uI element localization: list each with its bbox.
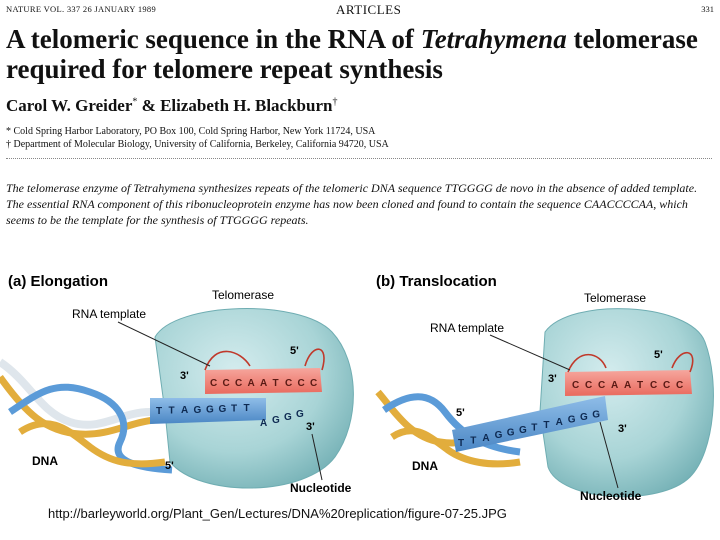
- author-1: Carol W. Greider: [6, 96, 133, 115]
- rna-base: A: [248, 378, 255, 389]
- panel-a-rna-template: [205, 368, 322, 394]
- panel-b-dna-3prime: 3': [618, 423, 627, 435]
- panel-a-rna-3prime: 3': [180, 370, 189, 382]
- affiliation-2: † Department of Molecular Biology, Unive…: [6, 139, 389, 150]
- nucleotide-base: G: [296, 409, 304, 420]
- rna-base: C: [585, 380, 592, 391]
- title-part-2: telomerase required for telomere repeat …: [6, 24, 698, 84]
- dna-base: T: [244, 403, 250, 414]
- affiliation-1: * Cold Spring Harbor Laboratory, PO Box …: [6, 126, 376, 137]
- dna-base: G: [592, 409, 600, 420]
- panel-b-rna-template-label: RNA template: [430, 321, 504, 335]
- panel-a-dna-3prime: 3': [306, 421, 315, 433]
- page-number: 331: [701, 4, 714, 14]
- dna-base: T: [169, 406, 175, 417]
- panel-b-nucleotide-label: Nucleotide: [580, 489, 642, 503]
- panel-b-rna-template: [565, 370, 692, 396]
- affiliations: * Cold Spring Harbor Laboratory, PO Box …: [6, 125, 389, 151]
- panel-b-dna-strand: [452, 396, 608, 452]
- paper-title: A telomeric sequence in the RNA of Tetra…: [6, 24, 714, 84]
- dna-base: T: [543, 420, 549, 431]
- panel-b-telomerase-label: Telomerase: [584, 291, 646, 305]
- dna-base: T: [458, 438, 464, 449]
- rna-base: A: [624, 380, 631, 391]
- nucleotide-base: G: [284, 412, 292, 423]
- dna-base: T: [156, 406, 162, 417]
- dna-base: G: [495, 430, 503, 441]
- rna-base: C: [235, 378, 242, 389]
- panel-a: (a) Elongation Telomerase RNA template 3…: [0, 273, 354, 495]
- rna-base: C: [663, 380, 670, 391]
- dna-base: A: [482, 433, 489, 444]
- rna-base: C: [650, 380, 657, 391]
- panel-a-rna-5prime: 5': [290, 345, 299, 357]
- telomerase-figure: (a) Elongation Telomerase RNA template 3…: [0, 273, 714, 503]
- rna-base: C: [598, 380, 605, 391]
- rna-base: C: [223, 378, 230, 389]
- dna-base: G: [580, 412, 588, 423]
- nucleotide-base: A: [260, 418, 267, 429]
- title-italic: Tetrahymena: [420, 24, 567, 54]
- panel-a-dna-5prime: 5': [165, 460, 174, 472]
- panel-a-telomerase-label: Telomerase: [212, 288, 274, 302]
- dna-base: T: [231, 404, 237, 415]
- dna-base: T: [470, 435, 476, 446]
- dna-base: G: [219, 404, 227, 415]
- source-url: http://barleyworld.org/Plant_Gen/Lecture…: [48, 506, 507, 521]
- panel-a-nucleotide-label: Nucleotide: [290, 481, 352, 495]
- panel-b-dna-5prime: 5': [456, 407, 465, 419]
- author-separator: &: [137, 96, 161, 115]
- rna-base: C: [298, 378, 305, 389]
- dna-base: G: [568, 415, 576, 426]
- journal-citation: NATURE VOL. 337 26 JANUARY 1989: [6, 4, 157, 14]
- rna-base: T: [637, 380, 643, 391]
- author-1-mark: *: [132, 96, 138, 108]
- journal-header: NATURE VOL. 337 26 JANUARY 1989 ARTICLES…: [6, 2, 714, 18]
- dna-base: A: [181, 405, 188, 416]
- author-line: Carol W. Greider* & Elizabeth H. Blackbu…: [6, 96, 337, 116]
- title-part-1: A telomeric sequence in the RNA of: [6, 24, 421, 54]
- rna-base: C: [310, 378, 317, 389]
- panel-a-dna-strand: [150, 398, 266, 424]
- author-2-mark: †: [332, 96, 338, 108]
- rna-base: C: [572, 380, 579, 391]
- rna-base: A: [611, 380, 618, 391]
- dna-base: A: [556, 417, 563, 428]
- panel-a-dna-label: DNA: [32, 454, 58, 468]
- panel-a-dna-helix: [0, 358, 173, 474]
- dna-base: G: [206, 404, 214, 415]
- rna-base: C: [676, 380, 683, 391]
- rna-base: C: [210, 378, 217, 389]
- panel-a-rna-template-label: RNA template: [72, 307, 146, 321]
- section-label: ARTICLES: [336, 2, 402, 17]
- panel-b-rna-5prime: 5': [654, 349, 663, 361]
- abstract: The telomerase enzyme of Tetrahymena syn…: [6, 181, 698, 227]
- panel-b-dna-label: DNA: [412, 459, 438, 473]
- dna-base: T: [531, 422, 537, 433]
- panel-a-title: (a) Elongation: [8, 273, 108, 290]
- panel-b: (b) Translocation Telomerase RNA templat…: [375, 273, 714, 503]
- section-divider: [6, 158, 712, 159]
- dna-base: G: [519, 425, 527, 436]
- rna-base: A: [260, 378, 267, 389]
- dna-base: G: [507, 428, 515, 439]
- nucleotide-base: G: [272, 415, 280, 426]
- rna-base: C: [285, 378, 292, 389]
- dna-base: G: [194, 405, 202, 416]
- panel-b-telomerase-enzyme: [539, 308, 714, 498]
- author-2: Elizabeth H. Blackburn: [160, 96, 333, 115]
- panel-b-title: (b) Translocation: [376, 273, 497, 290]
- rna-base: T: [273, 378, 279, 389]
- panel-b-rna-3prime: 3': [548, 373, 557, 385]
